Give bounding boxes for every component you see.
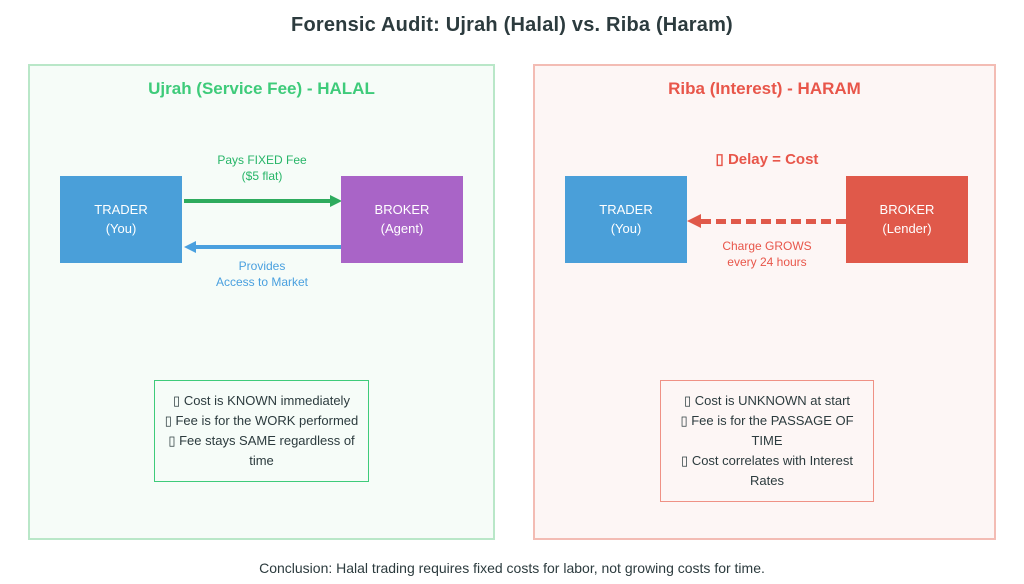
delay-cost-note: ▯ Delay = Cost xyxy=(715,151,819,168)
halal-trader-label: TRADER xyxy=(94,201,148,217)
halal-broker-box: BROKER (Agent) xyxy=(341,176,463,263)
conclusion-text: Conclusion: Halal trading requires fixed… xyxy=(259,560,765,576)
haram-checklist-item: ▯ Cost correlates with Interest Rates xyxy=(681,453,853,488)
growing-charge-arrow-label: Charge GROWS every 24 hours xyxy=(667,238,867,270)
halal-trader-box: TRADER (You) xyxy=(60,176,182,263)
halal-checklist-item: ▯ Fee is for the WORK performed xyxy=(164,413,359,428)
halal-checklist: ▯ Cost is KNOWN immediately ▯ Fee is for… xyxy=(154,380,369,482)
halal-checklist-item: ▯ Fee stays SAME regardless of time xyxy=(168,433,355,468)
market-access-arrowhead-icon xyxy=(184,241,196,253)
market-access-arrow xyxy=(196,245,342,249)
page-title: Forensic Audit: Ujrah (Halal) vs. Riba (… xyxy=(291,14,733,36)
growing-charge-arrow xyxy=(701,219,846,224)
growing-charge-arrowhead-icon xyxy=(687,214,701,228)
haram-trader-sublabel: (You) xyxy=(610,220,642,236)
haram-panel-header: Riba (Interest) - HARAM xyxy=(668,79,861,98)
fixed-fee-label-line1: Pays FIXED Fee xyxy=(217,153,307,167)
fixed-fee-arrow-label: Pays FIXED Fee ($5 flat) xyxy=(162,152,362,184)
market-access-label-line1: Provides xyxy=(238,259,286,273)
haram-broker-sublabel: (Lender) xyxy=(882,220,932,236)
haram-checklist-item: ▯ Cost is UNKNOWN at start xyxy=(683,393,851,408)
fixed-fee-arrow xyxy=(184,199,330,203)
fixed-fee-arrowhead-icon xyxy=(330,195,342,207)
growing-charge-label-line1: Charge GROWS xyxy=(722,239,812,253)
growing-charge-label-line2: every 24 hours xyxy=(727,255,807,270)
market-access-arrow-label: Provides Access to Market xyxy=(162,258,362,290)
haram-broker-box: BROKER (Lender) xyxy=(846,176,968,263)
haram-broker-label: BROKER xyxy=(879,201,935,217)
halal-panel-header: Ujrah (Service Fee) - HALAL xyxy=(148,79,375,98)
haram-trader-label: TRADER xyxy=(599,201,653,217)
haram-panel: Riba (Interest) - HARAM ▯ Delay = Cost T… xyxy=(533,64,996,540)
halal-panel: Ujrah (Service Fee) - HALAL Pays FIXED F… xyxy=(28,64,495,540)
halal-broker-sublabel: (Agent) xyxy=(380,220,424,236)
halal-trader-sublabel: (You) xyxy=(105,220,137,236)
halal-checklist-item: ▯ Cost is KNOWN immediately xyxy=(173,393,350,408)
haram-checklist-item: ▯ Fee is for the PASSAGE OF TIME xyxy=(680,413,854,448)
haram-trader-box: TRADER (You) xyxy=(565,176,687,263)
fixed-fee-label-line2: ($5 flat) xyxy=(241,169,283,184)
haram-checklist: ▯ Cost is UNKNOWN at start ▯ Fee is for … xyxy=(660,380,874,502)
market-access-label-line2: Access to Market xyxy=(215,275,309,290)
halal-broker-label: BROKER xyxy=(374,201,430,217)
